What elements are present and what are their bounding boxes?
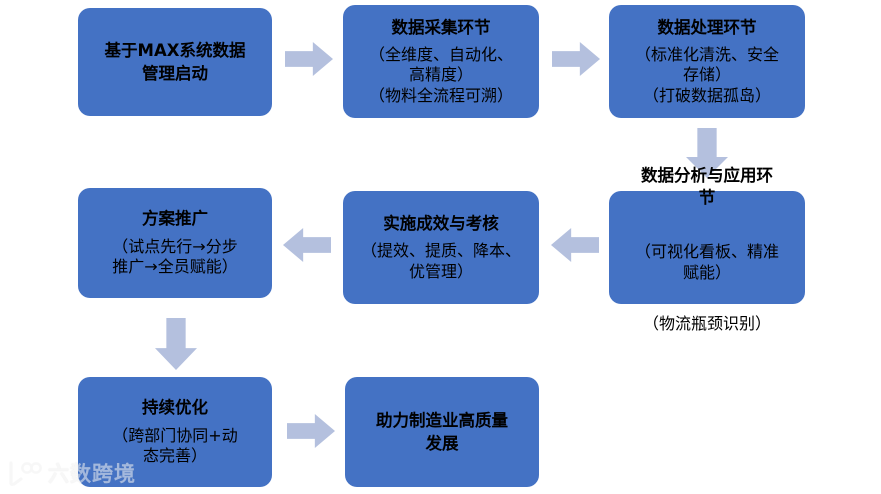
flow-node-continuous-optimization: 持续优化 （跨部门协同+动 态完善） bbox=[78, 377, 272, 487]
node-detail-line: （试点先行→分步 bbox=[112, 236, 238, 256]
connector-arrow-down-2 bbox=[155, 318, 197, 370]
node-detail-line: （标准化清洗、安全 bbox=[634, 44, 779, 64]
flow-node-max-system-start: 基于MAX系统数据 管理启动 bbox=[78, 8, 272, 116]
node-detail-line: （跨部门协同+动 bbox=[112, 425, 238, 445]
node-title: 数据处理环节 bbox=[657, 17, 757, 37]
node-title: 数据采集环节 bbox=[391, 17, 491, 37]
node-title: 实施成效与考核 bbox=[383, 213, 499, 233]
connector-arrow-left-1 bbox=[551, 228, 599, 262]
node-detail-line: 态完善） bbox=[142, 446, 207, 466]
flow-node-data-collection: 数据采集环节 （全维度、自动化、 高精度） （物料全流程可溯） bbox=[343, 5, 539, 118]
node-detail-line: 高精度） bbox=[408, 65, 473, 85]
node-detail-line: 赋能） bbox=[682, 262, 731, 282]
node-title: 持续优化 bbox=[142, 398, 208, 418]
node-title-line2: 管理启动 bbox=[142, 64, 208, 83]
watermark-logo-icon bbox=[8, 460, 42, 486]
flow-node-data-analysis-application: 数据分析与应用环 节 （可视化看板、精准 赋能） （物流瓶颈识别） bbox=[609, 166, 805, 333]
flow-node-implementation-results: 实施成效与考核 （提效、提质、降本、 优管理） bbox=[343, 191, 539, 304]
connector-arrow-right-2 bbox=[552, 42, 600, 76]
node-detail-line: （可视化看板、精准 bbox=[634, 242, 779, 262]
flow-node-manufacturing-development: 助力制造业高质量 发展 bbox=[345, 377, 539, 487]
node-detail-line: （物料全流程可溯） bbox=[368, 85, 513, 105]
node-title: 方案推广 bbox=[142, 209, 208, 229]
node-detail-line: （全维度、自动化、 bbox=[368, 44, 513, 64]
flow-node-data-processing: 数据处理环节 （标准化清洗、安全 存储） （打破数据孤岛） bbox=[609, 5, 805, 118]
node-detail-line: 优管理） bbox=[408, 261, 473, 281]
node-title: 助力制造业高质量 bbox=[376, 410, 508, 430]
node-title: 基于MAX系统数据 bbox=[104, 40, 246, 60]
node-detail-line: （提效、提质、降本、 bbox=[360, 241, 521, 261]
node-detail-line: （物流瓶颈识别） bbox=[642, 313, 771, 333]
node-detail-line: （打破数据孤岛） bbox=[642, 85, 771, 105]
node-detail-line: 推广→全员赋能） bbox=[112, 257, 238, 277]
node-title-line2: 节 bbox=[698, 188, 716, 207]
node-title-line2: 发展 bbox=[425, 434, 459, 453]
connector-arrow-right-3 bbox=[287, 414, 335, 448]
flow-node-solution-promotion: 方案推广 （试点先行→分步 推广→全员赋能） bbox=[78, 188, 272, 298]
node-detail-line: 存储） bbox=[682, 65, 731, 85]
node-title: 数据分析与应用环 bbox=[607, 165, 807, 186]
connector-arrow-right-1 bbox=[285, 42, 333, 76]
node-title-text: 数据分析与应用环 bbox=[641, 166, 773, 185]
connector-arrow-left-2 bbox=[283, 228, 331, 262]
